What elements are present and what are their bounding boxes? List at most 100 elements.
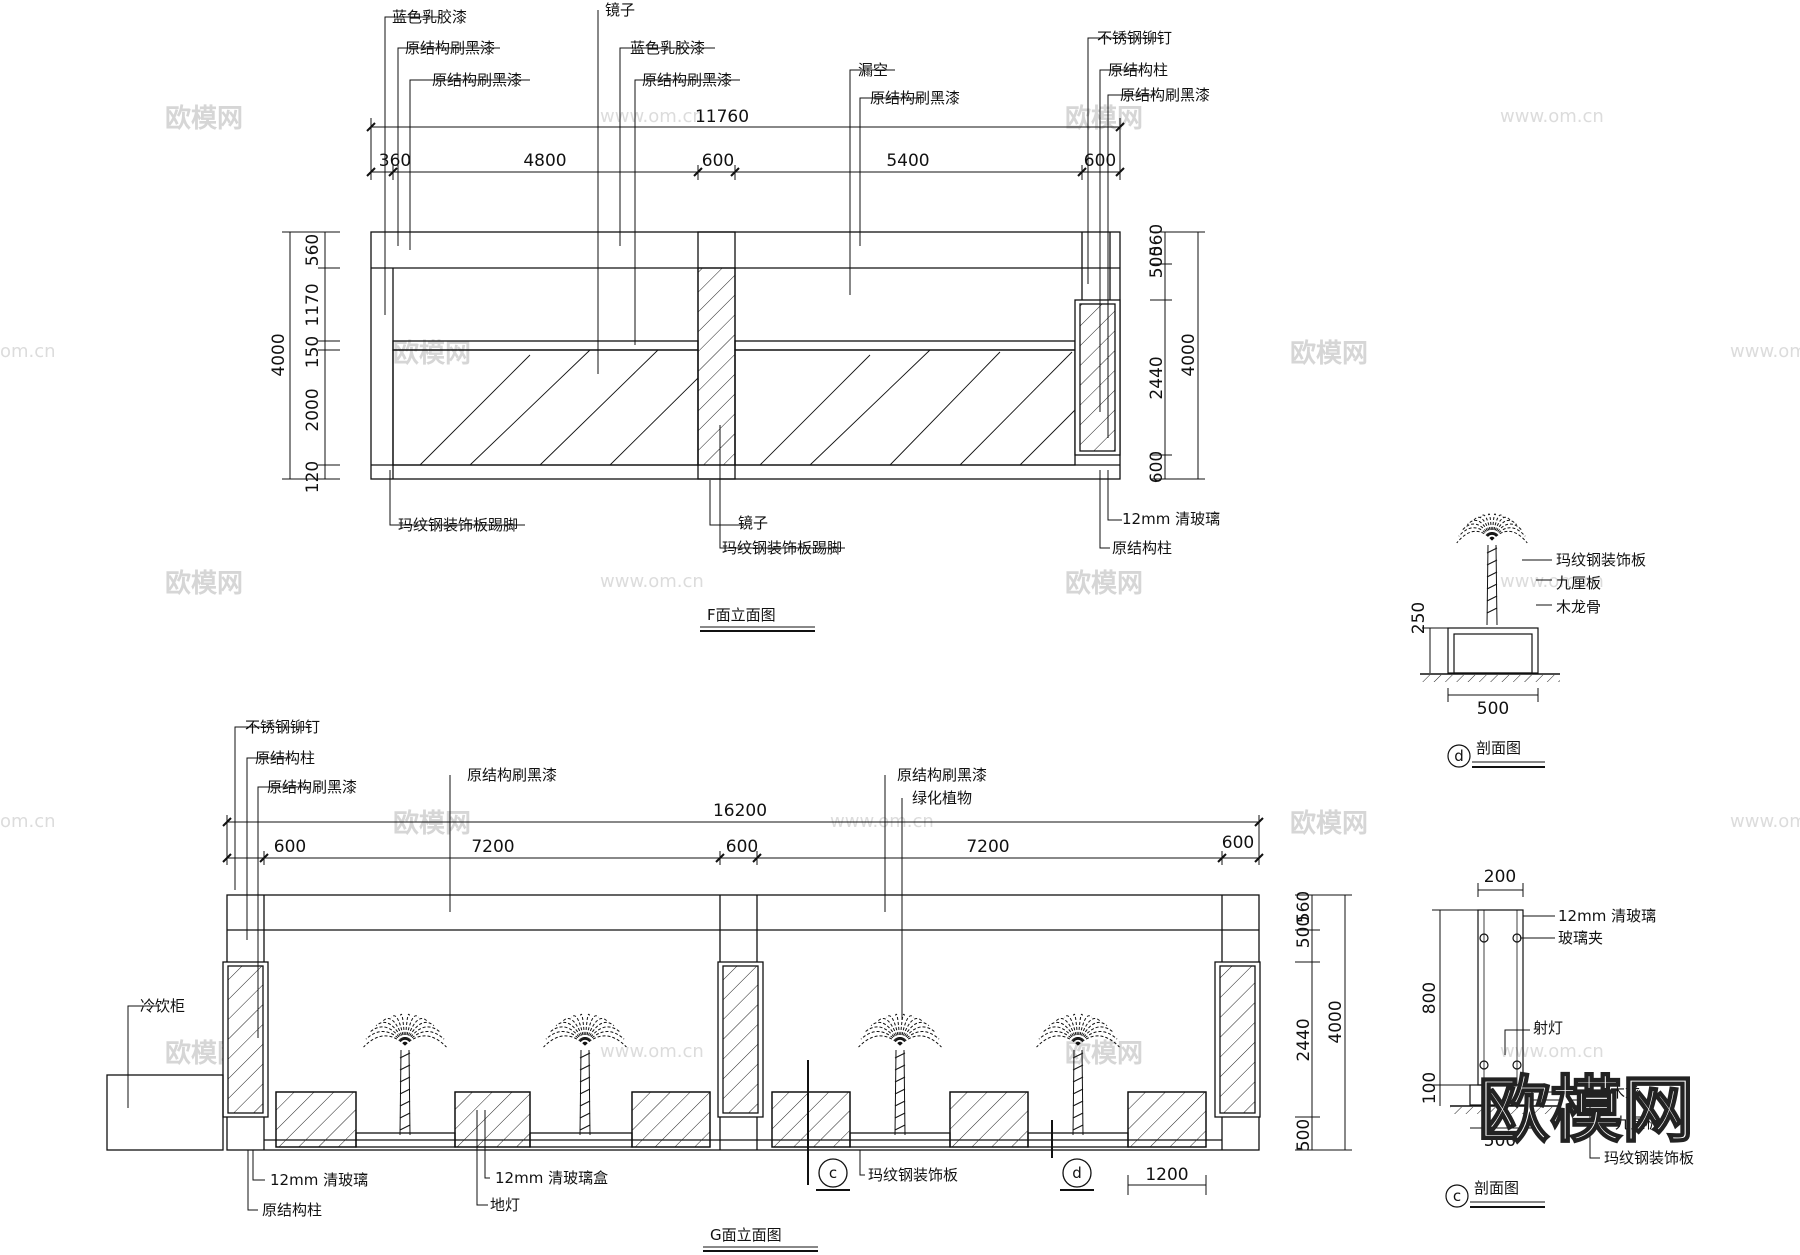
g-right-2: 560 (1294, 891, 1314, 923)
section-d (1420, 559, 1560, 768)
f-right-1: 500 (1147, 246, 1167, 278)
g-marker-c-text: c (829, 1164, 837, 1182)
section-c-label: 射灯 (1533, 1019, 1563, 1037)
g-dim-2: 7200 (471, 837, 514, 857)
plant-icon (1456, 513, 1528, 626)
watermark-brand: 欧模网 (1290, 338, 1368, 369)
g-dim-5: 600 (1222, 833, 1254, 853)
f-dim-total: 11760 (695, 107, 749, 127)
section-c-label: 12mm 清玻璃 (1558, 907, 1656, 925)
f-label: 原结构刷黑漆 (1120, 86, 1210, 104)
g-label: 绿化植物 (912, 789, 972, 807)
section-c-label: 九厘板 (1615, 1114, 1660, 1132)
f-label: 玛纹钢装饰板踢脚 (398, 516, 518, 534)
watermarks: 欧模网 www.om.cn 欧模网 www.om.cn om.cn 欧模网 欧模… (0, 103, 1800, 1069)
section-d-texts: 250 500 玛纹钢装饰板 九厘板 木龙骨 d 剖面图 (1409, 551, 1646, 765)
g-label: 原结构柱 (262, 1201, 322, 1219)
section-c-label: 木龙 (1610, 1083, 1640, 1101)
g-bottom-dim: 1200 (1145, 1165, 1188, 1185)
f-right-ticks (1150, 231, 1205, 480)
f-dim-ticks (366, 118, 1125, 180)
f-label: 玛纹钢装饰板踢脚 (722, 539, 842, 557)
section-d-label: 玛纹钢装饰板 (1556, 551, 1646, 569)
f-label: 原结构刷黑漆 (642, 71, 732, 89)
g-label: 12mm 清玻璃盒 (495, 1169, 608, 1187)
section-d-dim-h-text: 250 (1409, 602, 1429, 634)
g-right-4: 500 (1294, 1119, 1314, 1151)
g-right-ticks (1295, 894, 1352, 1151)
g-section-marker-c (818, 1158, 848, 1188)
f-right-3: 2440 (1147, 356, 1167, 399)
g-section-marker-d (1062, 1158, 1092, 1188)
g-label: 地灯 (490, 1196, 520, 1214)
g-right-1: 500 (1294, 916, 1314, 948)
watermark-url: www.om.cn (1730, 811, 1800, 832)
section-c-dim-h1-text: 800 (1420, 982, 1440, 1014)
g-dim-ticks (222, 815, 1264, 865)
f-view-title: F面立面图 (707, 606, 776, 624)
f-label: 原结构刷黑漆 (432, 71, 522, 89)
plant-icon (363, 1013, 447, 1136)
watermark-brand: 欧模网 (1290, 808, 1368, 839)
f-label: 蓝色乳胶漆 (630, 39, 705, 57)
watermark-url: www.om.cn (600, 1041, 704, 1062)
f-dim-4: 5400 (886, 151, 929, 171)
watermark-url: www.om.cn (1500, 1041, 1604, 1062)
watermark-brand: 欧模网 (1065, 568, 1143, 599)
section-c-title: 剖面图 (1474, 1179, 1519, 1197)
g-texts: 16200 600 7200 600 7200 600 500 560 2440… (140, 718, 1346, 1244)
section-c-base (1469, 1084, 1533, 1106)
f-left-5: 120 (303, 461, 323, 493)
f-mirror-right (734, 349, 1076, 466)
f-label: 不锈钢铆钉 (1097, 29, 1172, 47)
section-c-label: 玻璃夹 (1558, 929, 1603, 947)
section-d-planter-inner (1453, 633, 1533, 674)
plant-icon (1036, 1013, 1120, 1136)
g-label: 玛纹钢装饰板 (868, 1166, 958, 1184)
watermark-brand: 欧模网 (393, 338, 471, 369)
g-marker-d-text: d (1072, 1164, 1082, 1182)
f-left-4: 2000 (303, 388, 323, 431)
g-elevation (106, 726, 1352, 1252)
section-c-texts: 200 800 100 500 12mm 清玻璃 玻璃夹 射灯 木龙 九厘板 玛… (1420, 867, 1694, 1205)
f-label: 原结构柱 (1112, 539, 1172, 557)
watermark-url-cut: om.cn (0, 811, 56, 832)
section-d-label: 木龙骨 (1556, 598, 1601, 616)
section-d-title: 剖面图 (1476, 739, 1521, 757)
watermark-url: www.om.cn (600, 571, 704, 592)
g-cooler (106, 1074, 224, 1151)
f-dim-3: 600 (702, 151, 734, 171)
f-right-total: 4000 (1179, 333, 1199, 376)
section-d-marker (1447, 744, 1471, 768)
watermark-url: www.om.cn (1500, 106, 1604, 127)
g-label: 冷饮柜 (140, 997, 185, 1015)
f-left-total: 4000 (269, 333, 289, 376)
f-right-4: 600 (1147, 451, 1167, 483)
g-label: 不锈钢铆钉 (245, 718, 320, 736)
f-dim-5: 600 (1084, 151, 1116, 171)
watermark-url: www.om.cn (1500, 571, 1604, 592)
g-planters (275, 1091, 1207, 1148)
section-c-dim-top-text: 200 (1484, 867, 1516, 887)
g-label: 12mm 清玻璃 (270, 1171, 368, 1189)
watermark-url: www.om.cn (1730, 341, 1800, 362)
f-left-3: 150 (303, 336, 323, 368)
watermark-brand: 欧模网 (1065, 103, 1143, 134)
f-left-1: 560 (303, 234, 323, 266)
f-label: 12mm 清玻璃 (1122, 510, 1220, 528)
f-mirror-frame-right (734, 340, 1076, 351)
g-label: 原结构刷黑漆 (467, 766, 557, 784)
f-center-column-hatch (697, 267, 736, 466)
f-label: 镜子 (738, 514, 768, 532)
f-wall-outline (370, 231, 1121, 480)
f-left-2: 1170 (303, 283, 323, 326)
g-label: 原结构刷黑漆 (897, 766, 987, 784)
f-right-2: 560 (1147, 224, 1167, 256)
watermark-logo-large: 欧模网 (1478, 1068, 1694, 1152)
f-glass-column-hatch (1079, 303, 1116, 452)
section-c-label: 玛纹钢装饰板 (1604, 1149, 1694, 1167)
f-elevation (282, 10, 1205, 632)
watermark-brand: 欧模网 (165, 568, 243, 599)
f-mirror-reflections (419, 349, 1076, 466)
f-leaders (384, 10, 1160, 549)
